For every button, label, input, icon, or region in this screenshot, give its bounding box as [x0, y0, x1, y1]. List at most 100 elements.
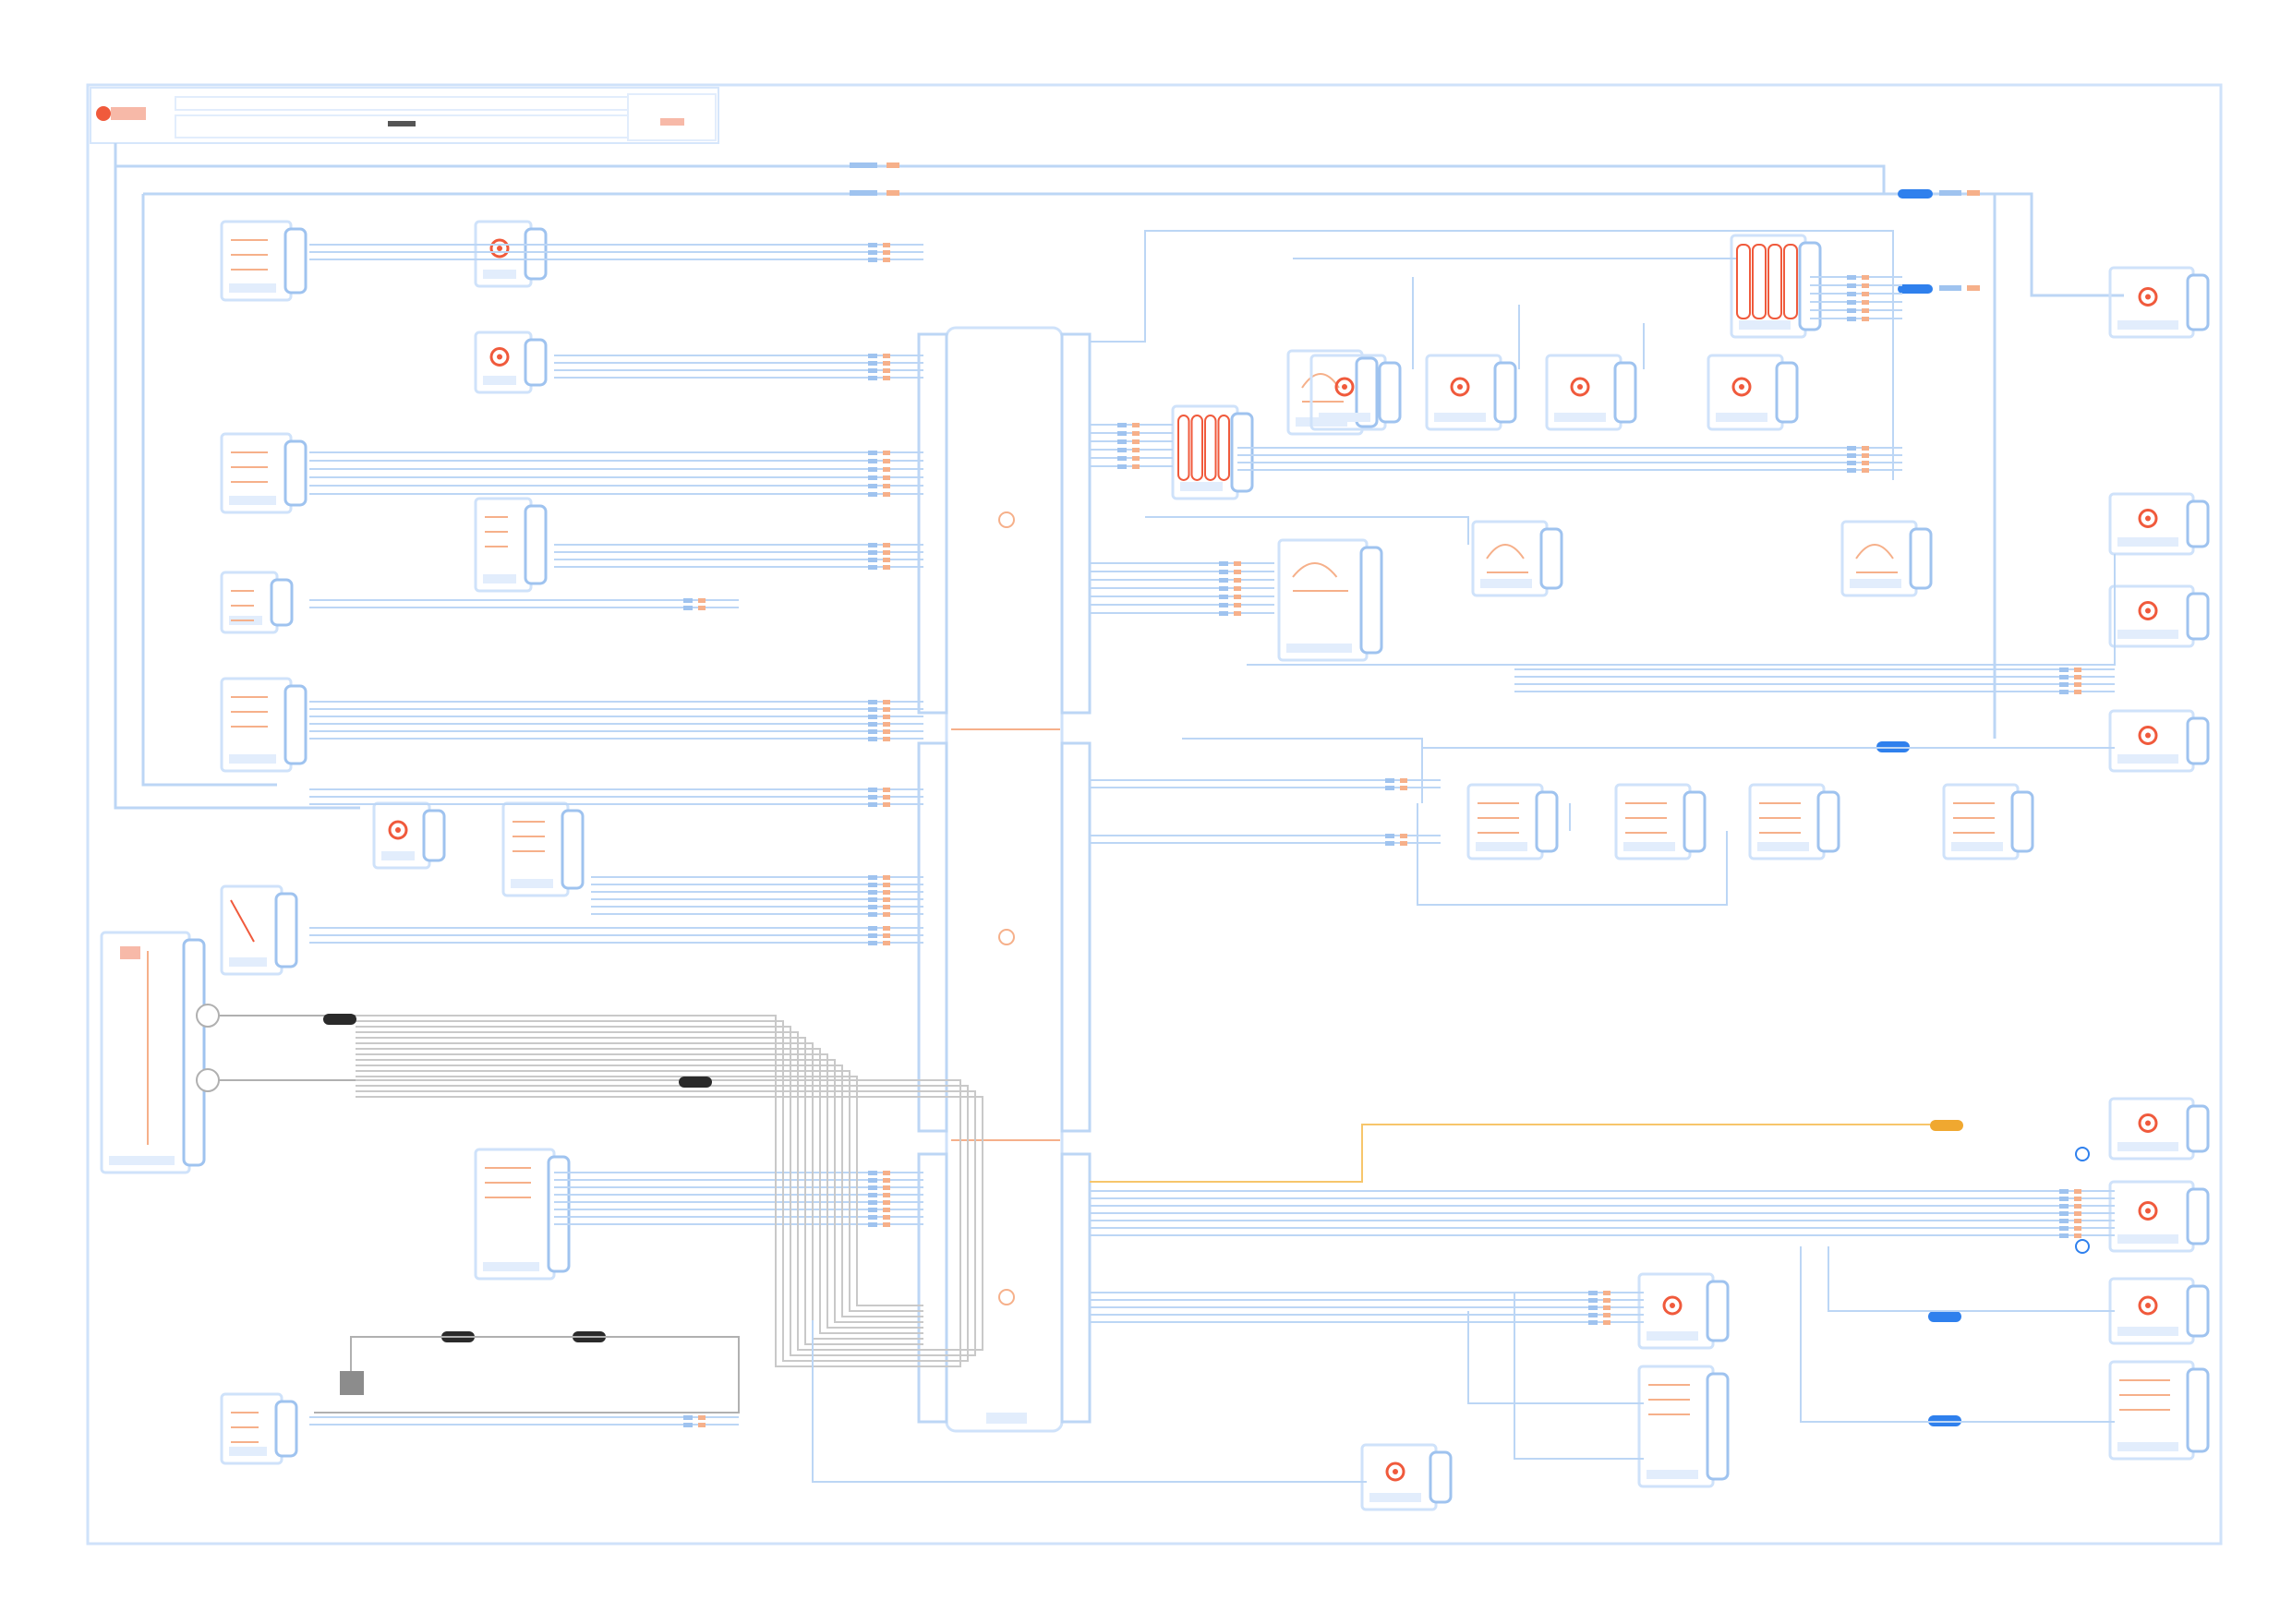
- bulb-icon: [1670, 1303, 1675, 1308]
- wire-code-tick: [2059, 1197, 2069, 1201]
- bulb-icon: [1662, 1295, 1683, 1316]
- bulb-icon: [497, 246, 502, 251]
- connector-plug: [1706, 1372, 1730, 1481]
- connector-plug: [524, 504, 548, 585]
- wire-code-tick: [1117, 456, 1127, 461]
- bulb-icon: [497, 354, 502, 360]
- component-label-plate: [1647, 1331, 1698, 1341]
- component-label-plate: [229, 1447, 267, 1456]
- component-label-plate: [2117, 537, 2178, 547]
- wire-code-tick: [1847, 461, 1856, 465]
- connector-plug: [1429, 1450, 1453, 1504]
- wire-code-tick: [1400, 834, 1407, 838]
- sensor-icon: [1292, 562, 1338, 578]
- wire-code-tick: [1132, 423, 1140, 427]
- wire-code-tick: [883, 250, 890, 255]
- wire-code-tick: [2074, 1204, 2081, 1209]
- wire-code-tick: [1847, 300, 1856, 305]
- wire-code-tick: [1588, 1291, 1598, 1295]
- connector-plug: [1683, 790, 1707, 853]
- wire-code-tick: [883, 451, 890, 455]
- component-label-plate: [2117, 320, 2178, 330]
- component-label-plate: [1180, 482, 1223, 491]
- wire-code-tick: [868, 883, 877, 887]
- wire: [1514, 1293, 1644, 1460]
- wire: [812, 1320, 1367, 1483]
- ground-connector-icon: [323, 1014, 356, 1025]
- wire-code-tick: [2059, 1226, 2069, 1231]
- bulb-icon: [2145, 1303, 2151, 1308]
- wire-code-tick: [2059, 675, 2069, 680]
- wire-code-tick: [883, 467, 890, 472]
- component-label-plate: [1850, 579, 1901, 588]
- generated-diagram-elements: [100, 220, 2210, 1511]
- wire-code-tick: [1847, 283, 1856, 288]
- component-label-plate: [483, 1262, 539, 1271]
- component-label-plate: [229, 496, 276, 505]
- wire-code-tick: [1847, 308, 1856, 313]
- component-label-plate: [1369, 1493, 1421, 1502]
- wire-code-tick: [883, 376, 890, 380]
- bulb-icon: [2138, 1113, 2158, 1133]
- wire-code-tick: [2059, 690, 2069, 694]
- wire-code-tick: [1219, 561, 1228, 566]
- terminal-icon: [2075, 1239, 2090, 1254]
- connector-plug: [2186, 1367, 2210, 1453]
- wire-code-tick: [1588, 1320, 1598, 1325]
- wire-code-tick: [2059, 1219, 2069, 1223]
- wire-code-tick: [868, 492, 877, 497]
- wire-code-tick: [883, 788, 890, 792]
- wire: [1090, 230, 1894, 480]
- wire-code-tick: [698, 1423, 706, 1427]
- wire-code-tick: [883, 1193, 890, 1197]
- wire-code-tick: [1234, 611, 1241, 616]
- bulb-icon: [2145, 1208, 2151, 1214]
- connector-plug: [1230, 412, 1254, 493]
- relay-icon: [1190, 415, 1203, 481]
- wire-code-tick: [1117, 431, 1127, 436]
- wire-code-tick: [868, 1200, 877, 1205]
- bulb-icon: [2138, 509, 2158, 528]
- wire-code-tick: [883, 722, 890, 727]
- wire-code-tick: [868, 459, 877, 463]
- wire-code-tick: [1847, 317, 1856, 321]
- wire-code-tick: [868, 1215, 877, 1220]
- wire-code-tick: [883, 258, 890, 262]
- wire-code-tick: [2059, 668, 2069, 672]
- wire-code-tick: [1385, 841, 1394, 846]
- central-control-module: [917, 326, 1092, 1433]
- wire-code-tick: [1847, 292, 1856, 296]
- connector-plug: [1816, 790, 1840, 853]
- bulb-icon: [1393, 1469, 1398, 1474]
- wire-code-tick: [883, 890, 890, 895]
- component-label-plate: [2117, 754, 2178, 764]
- component-label-plate: [229, 754, 276, 764]
- bus-markers: [850, 162, 1980, 294]
- wire-code-tick: [2074, 668, 2081, 672]
- ground-wire: [356, 1059, 923, 1323]
- wire-code-tick: [868, 368, 877, 373]
- wire-code-tick: [883, 715, 890, 719]
- wire-code-tick: [1117, 448, 1127, 452]
- component-label-plate: [511, 879, 553, 888]
- wire-code-tick: [868, 376, 877, 380]
- wire-code-tick: [1219, 578, 1228, 583]
- wire-code-tick: [1132, 464, 1140, 469]
- component-label-plate: [1739, 320, 1791, 330]
- relay-icon: [1177, 415, 1190, 481]
- wire-code-tick: [2059, 1211, 2069, 1216]
- connector-plug: [1535, 790, 1559, 853]
- wire-code-tick: [868, 905, 877, 909]
- wire-code-tick: [883, 897, 890, 902]
- wire-code-tick: [868, 354, 877, 358]
- wire-code-tick: [883, 543, 890, 547]
- wire-code-tick: [1385, 834, 1394, 838]
- component-label-plate: [1623, 842, 1675, 851]
- relay-icon: [1736, 244, 1751, 319]
- wire-code-tick: [1400, 778, 1407, 783]
- connector-plug: [2186, 1104, 2210, 1153]
- connector-plug: [283, 439, 308, 507]
- wire: [1182, 738, 1423, 803]
